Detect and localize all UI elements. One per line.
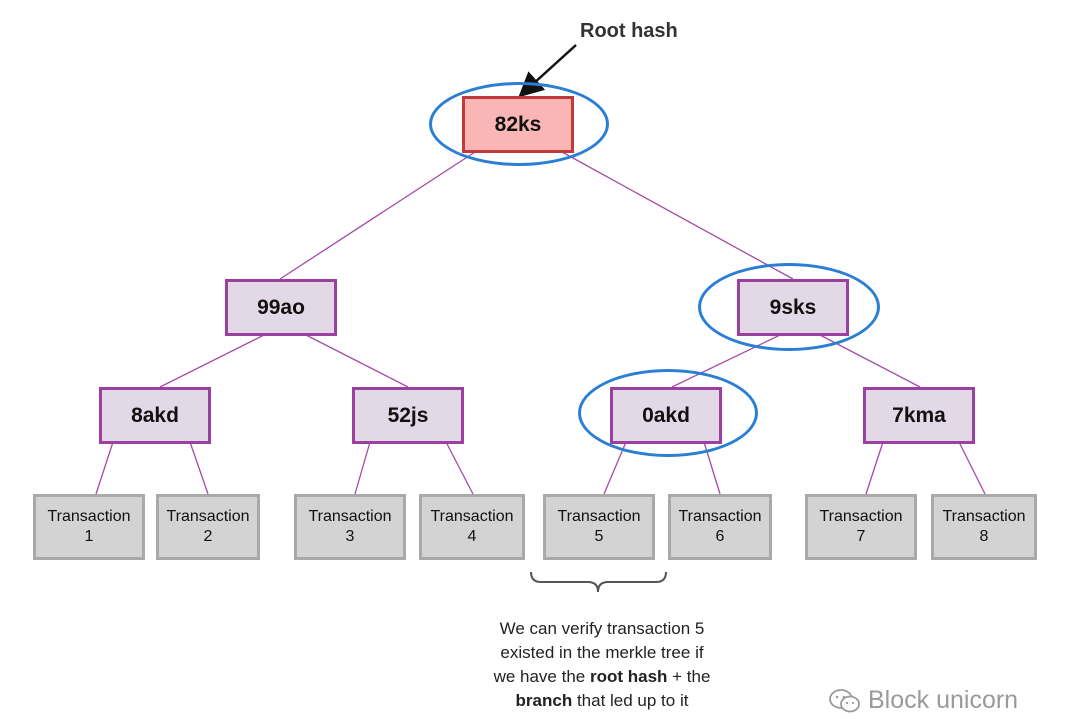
transaction-label: Transaction (819, 508, 903, 525)
watermark: Block unicorn (828, 686, 1018, 715)
hash-node-99ao: 99ao (225, 279, 337, 336)
edge-root-99ao (279, 151, 476, 280)
transaction-node-6: Transaction 6 (668, 494, 772, 560)
root-hash-label: Root hash (580, 20, 678, 42)
0akd-highlight-ring (578, 369, 758, 457)
transaction-label: Transaction (430, 508, 514, 525)
transaction-number: 7 (856, 528, 866, 545)
edge-99ao-52js (305, 334, 409, 388)
transaction-node-2: Transaction 2 (156, 494, 260, 560)
caption-text: + the (667, 667, 711, 686)
caption-line: branch that led up to it (452, 689, 752, 713)
caption-emphasis-root-hash: root hash (589, 667, 668, 686)
transaction-number: 8 (979, 528, 989, 545)
transaction-label: Transaction (308, 508, 392, 525)
transaction-node-4: Transaction 4 (419, 494, 525, 560)
caption-text: that led up to it (572, 691, 689, 710)
root-highlight-ring (429, 82, 609, 166)
transaction-5-brace (530, 571, 667, 593)
transaction-number: 2 (203, 528, 213, 545)
transaction-label: Transaction (678, 508, 762, 525)
edge-7kma-tx8 (958, 441, 986, 495)
caption-text: we have the (493, 667, 590, 686)
transaction-node-7: Transaction 7 (805, 494, 917, 560)
caption-emphasis-branch: branch (515, 691, 573, 710)
hash-node-0akd: 0akd (610, 387, 722, 444)
caption-line: we have the root hash + the (452, 665, 752, 689)
transaction-number: 4 (467, 528, 477, 545)
transaction-label: Transaction (557, 508, 641, 525)
transaction-number: 5 (594, 528, 604, 545)
root-hash-node: 82ks (462, 96, 574, 153)
transaction-label: Transaction (942, 508, 1026, 525)
transaction-label: Transaction (166, 508, 250, 525)
9sks-highlight-ring (698, 263, 880, 351)
watermark-text: Block unicorn (868, 686, 1019, 714)
transaction-number: 3 (345, 528, 355, 545)
verification-caption: We can verify transaction 5 existed in t… (452, 617, 752, 713)
hash-node-9sks: 9sks (737, 279, 849, 336)
hash-node-52js: 52js (352, 387, 464, 444)
edge-52js-tx3 (354, 441, 371, 495)
hash-node-7kma: 7kma (863, 387, 975, 444)
caption-line: We can verify transaction 5 (499, 619, 705, 638)
transaction-node-3: Transaction 3 (294, 494, 406, 560)
edge-52js-tx4 (445, 441, 474, 495)
transaction-node-5: Transaction 5 (543, 494, 655, 560)
edge-8akd-tx1 (95, 441, 114, 495)
transaction-number: 6 (715, 528, 725, 545)
transaction-number: 1 (84, 528, 94, 545)
edge-7kma-tx7 (865, 441, 884, 495)
hash-node-8akd: 8akd (99, 387, 211, 444)
edge-99ao-8akd (159, 334, 265, 388)
caption-line: existed in the merkle tree if (500, 643, 704, 662)
edge-8akd-tx2 (189, 441, 209, 495)
wechat-icon (829, 688, 860, 712)
transaction-node-1: Transaction 1 (33, 494, 145, 560)
transaction-label: Transaction (47, 508, 131, 525)
transaction-node-8: Transaction 8 (931, 494, 1037, 560)
edge-root-9sks (561, 151, 794, 280)
